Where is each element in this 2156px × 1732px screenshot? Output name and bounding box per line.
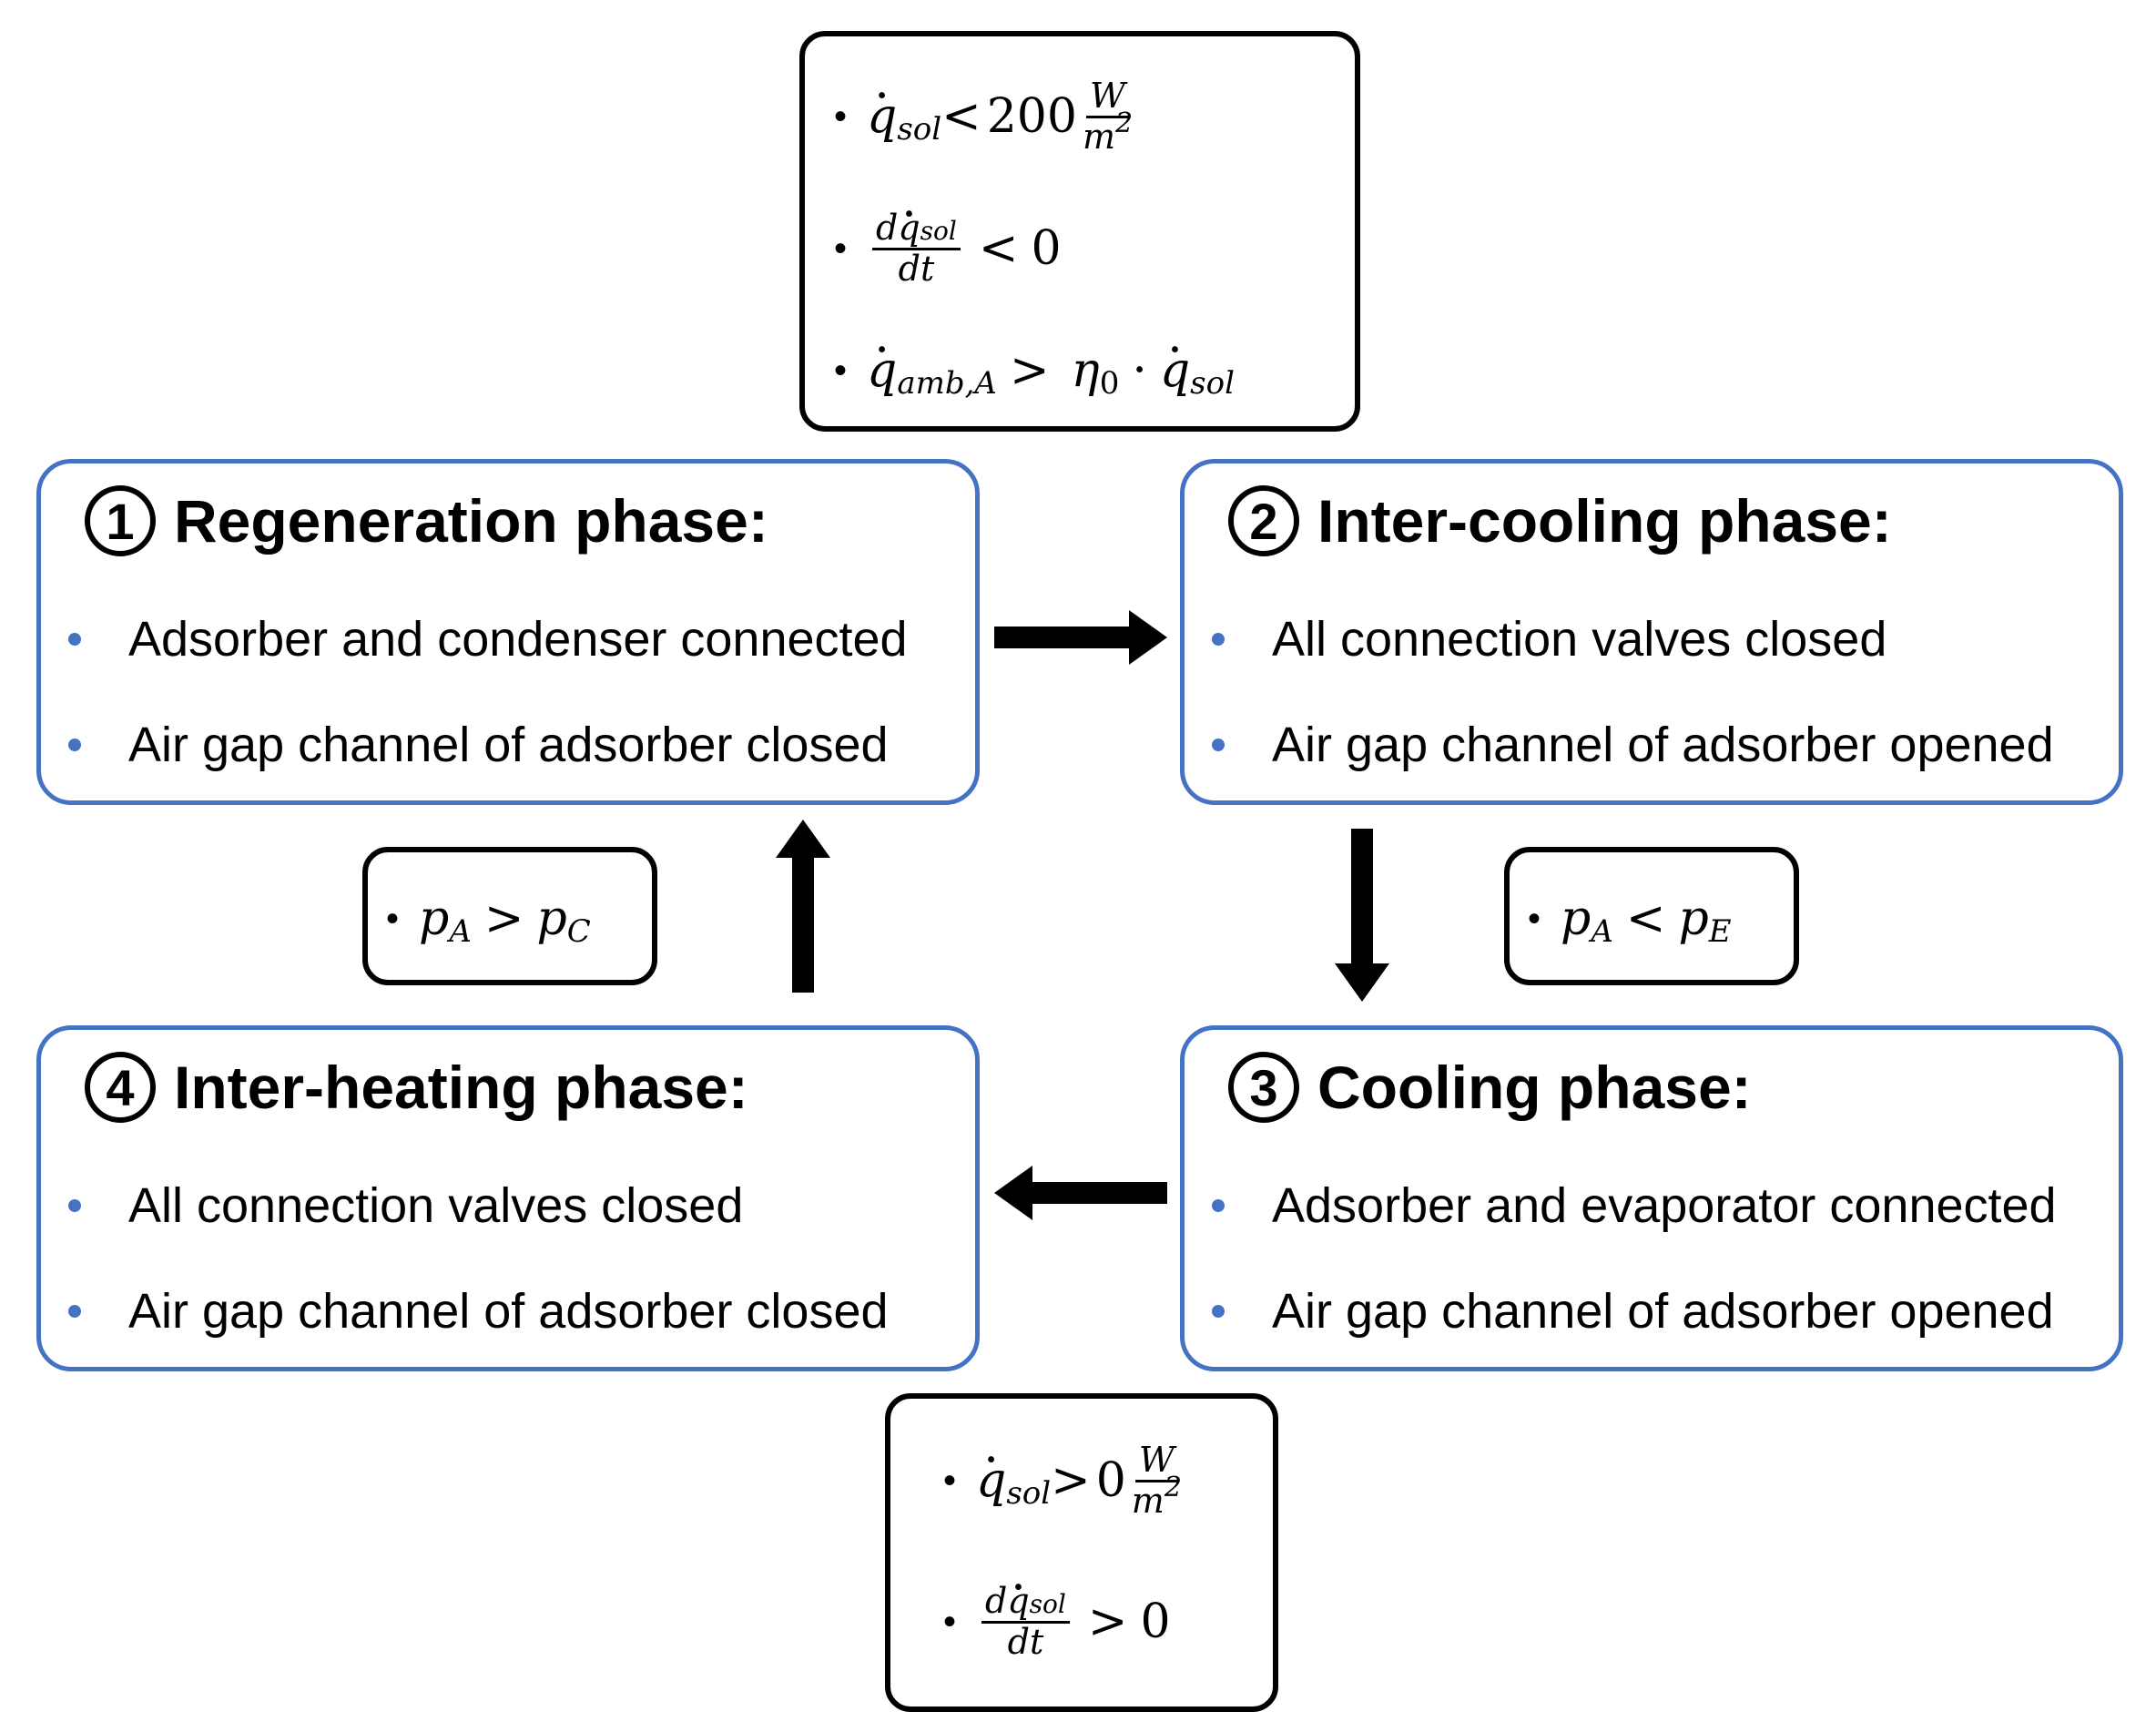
- condition-box-top: • qsol < 200 W m2 • dqsol dt < 0 • qamb,…: [799, 31, 1360, 432]
- phase-number-badge: 1: [85, 485, 156, 556]
- phase-item: Air gap channel of adsorber opened: [1212, 1279, 2054, 1343]
- phase-number-badge: 2: [1228, 485, 1299, 556]
- phase-box-inter-cooling: 2 Inter-cooling phase: All connection va…: [1180, 459, 2123, 805]
- phase-box-inter-heating: 4 Inter-heating phase: All connection va…: [36, 1025, 980, 1371]
- phase-item: Air gap channel of adsorber closed: [68, 713, 889, 777]
- bullet-dot: [1212, 739, 1225, 751]
- bullet-dot: [68, 1305, 81, 1318]
- phase-item: Air gap channel of adsorber closed: [68, 1279, 889, 1343]
- bullet-dot: [1212, 1305, 1225, 1318]
- phase-title: 3 Cooling phase:: [1228, 1046, 1752, 1128]
- arrow-phase2-to-phase3: [1335, 829, 1389, 1002]
- bullet-dot: [68, 1199, 81, 1212]
- condition-solar-flux-derivative-negative: • dqsol dt < 0: [834, 199, 1062, 299]
- bullet-dot: [68, 739, 81, 751]
- condition-box-bottom: • qsol > 0 W m2 • dqsol dt > 0: [885, 1393, 1278, 1712]
- phase-title: 2 Inter-cooling phase:: [1228, 480, 1892, 562]
- phase-item: Air gap channel of adsorber opened: [1212, 713, 2054, 777]
- phase-number-badge: 4: [85, 1052, 156, 1123]
- phase-title: 1 Regeneration phase:: [85, 480, 768, 562]
- bullet-dot: [1212, 1199, 1225, 1212]
- phase-item: All connection valves closed: [1212, 607, 1886, 671]
- bullet-dot: [1212, 633, 1225, 646]
- condition-solar-flux-positive: • qsol > 0 W m2: [943, 1435, 1187, 1526]
- phase-box-regeneration: 1 Regeneration phase: Adsorber and conde…: [36, 459, 980, 805]
- phase-number-badge: 3: [1228, 1052, 1299, 1123]
- bullet-dot: [68, 633, 81, 646]
- phase-item: All connection valves closed: [68, 1174, 743, 1238]
- phase-item: Adsorber and condenser connected: [68, 607, 908, 671]
- phase-box-cooling: 3 Cooling phase: Adsorber and evaporator…: [1180, 1025, 2123, 1371]
- arrow-phase3-to-phase4: [994, 1166, 1167, 1220]
- arrow-phase1-to-phase2: [994, 610, 1167, 665]
- phase-item: Adsorber and evaporator connected: [1212, 1174, 2057, 1238]
- condition-solar-flux-derivative-positive: • dqsol dt > 0: [943, 1572, 1171, 1672]
- phase-title: 4 Inter-heating phase:: [85, 1046, 748, 1128]
- condition-solar-flux-upper: • qsol < 200 W m2: [834, 71, 1138, 162]
- arrow-phase4-to-phase1: [776, 820, 830, 993]
